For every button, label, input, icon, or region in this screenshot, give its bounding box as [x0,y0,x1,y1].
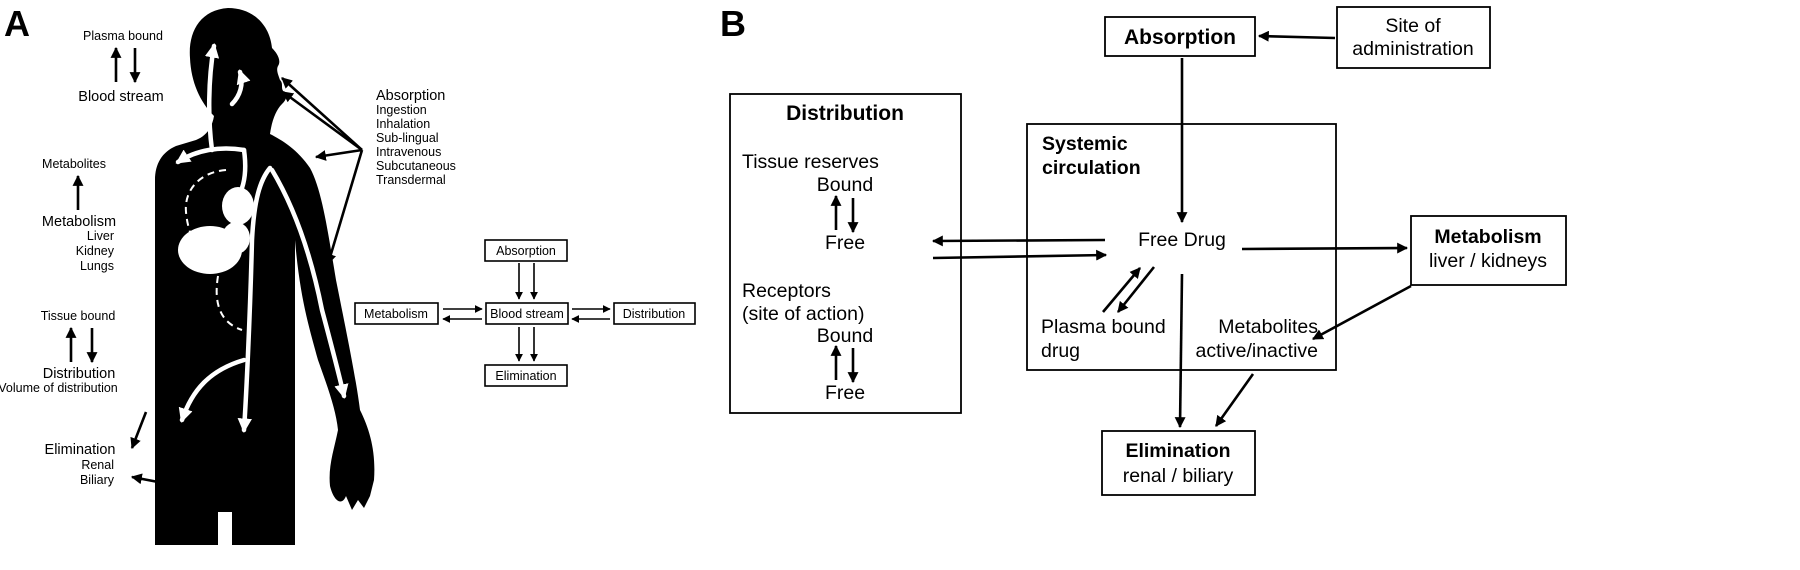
panel-b-letter: B [720,3,746,44]
systemic-title-line1: Systemic [1042,133,1128,155]
systemic-title-line2: circulation [1042,157,1141,179]
tissue-bound-label: Bound [817,174,873,196]
flow-metabolism-box [354,302,439,325]
distribution-box [729,93,962,414]
flow-blood-stream-box [485,302,569,325]
metabolism-box [1410,215,1567,286]
absorption-route-transdermal: Transdermal [376,173,446,187]
plasma-bound-label: Plasma bound [83,29,163,43]
absorption-box [1104,16,1256,57]
blood-stream-label: Blood stream [78,89,163,105]
absorption-route-sublingual: Sub-lingual [376,131,439,145]
body-flow-arrows [175,43,349,433]
distribution-label: Distribution [43,366,116,382]
flow-distribution-label: Distribution [623,307,686,321]
free-drug-label: Free Drug [1138,229,1226,251]
metabolism-site-kidney: Kidney [76,244,115,258]
flow-absorption-box [484,239,568,262]
receptor-bound-label: Bound [817,325,873,347]
plasma-bound-line1: Plasma bound [1041,316,1166,338]
elimination-route-biliary: Biliary [80,473,115,487]
panel-a-letter: A [4,3,30,44]
absorption-title: Absorption [1124,26,1236,49]
flow-elimination-box [484,364,568,387]
site-of-administration-line2: administration [1352,38,1473,60]
panel-a-flowchart: Absorption Metabolism Blood stream Distr… [354,239,696,387]
metabolites-label: Metabolites [42,157,106,171]
metabolism-title: Metabolism [1434,226,1541,248]
human-silhouette [155,8,375,545]
volume-of-distribution-label: Volume of distribution [0,381,118,395]
tissue-bound-label: Tissue bound [41,309,116,323]
distribution-title: Distribution [786,102,904,125]
metabolites-line1: Metabolites [1218,316,1318,338]
absorption-label: Absorption [376,88,445,104]
elimination-route-renal: Renal [81,458,114,472]
elimination-label: Elimination [45,442,116,458]
site-of-administration-line1: Site of [1385,15,1441,37]
receptors-label-line1: Receptors [742,280,831,302]
elimination-box [1101,430,1256,496]
metabolites-line2: active/inactive [1196,340,1318,362]
metabolism-site-liver: Liver [87,229,114,243]
receptor-free-label: Free [825,382,865,404]
plasma-bound-line2: drug [1041,340,1080,362]
flow-absorption-label: Absorption [496,244,556,258]
elimination-title: Elimination [1125,440,1230,462]
heart-organ [222,187,254,225]
site-of-administration-box [1336,6,1491,69]
metabolism-sub: liver / kidneys [1429,250,1547,272]
flow-distribution-box [613,302,696,325]
absorption-route-ingestion: Ingestion [376,103,427,117]
flow-metabolism-label: Metabolism [364,307,428,321]
flow-blood-stream-label: Blood stream [490,307,564,321]
receptors-label-line2: (site of action) [742,303,864,325]
panel-a: A Plasma bound Blood stream Metabolites [0,3,696,545]
absorption-route-subcutaneous: Subcutaneous [376,159,456,173]
elimination-sub: renal / biliary [1123,465,1234,487]
metabolism-site-lungs: Lungs [80,259,114,273]
absorption-route-inhalation: Inhalation [376,117,430,131]
absorption-route-intravenous: Intravenous [376,145,441,159]
tissue-reserves-label: Tissue reserves [742,151,879,173]
panel-b: B Absorption Site of administration Dist… [720,3,1567,496]
flow-elimination-label: Elimination [495,369,556,383]
tissue-free-label: Free [825,232,865,254]
metabolism-label: Metabolism [42,214,116,230]
